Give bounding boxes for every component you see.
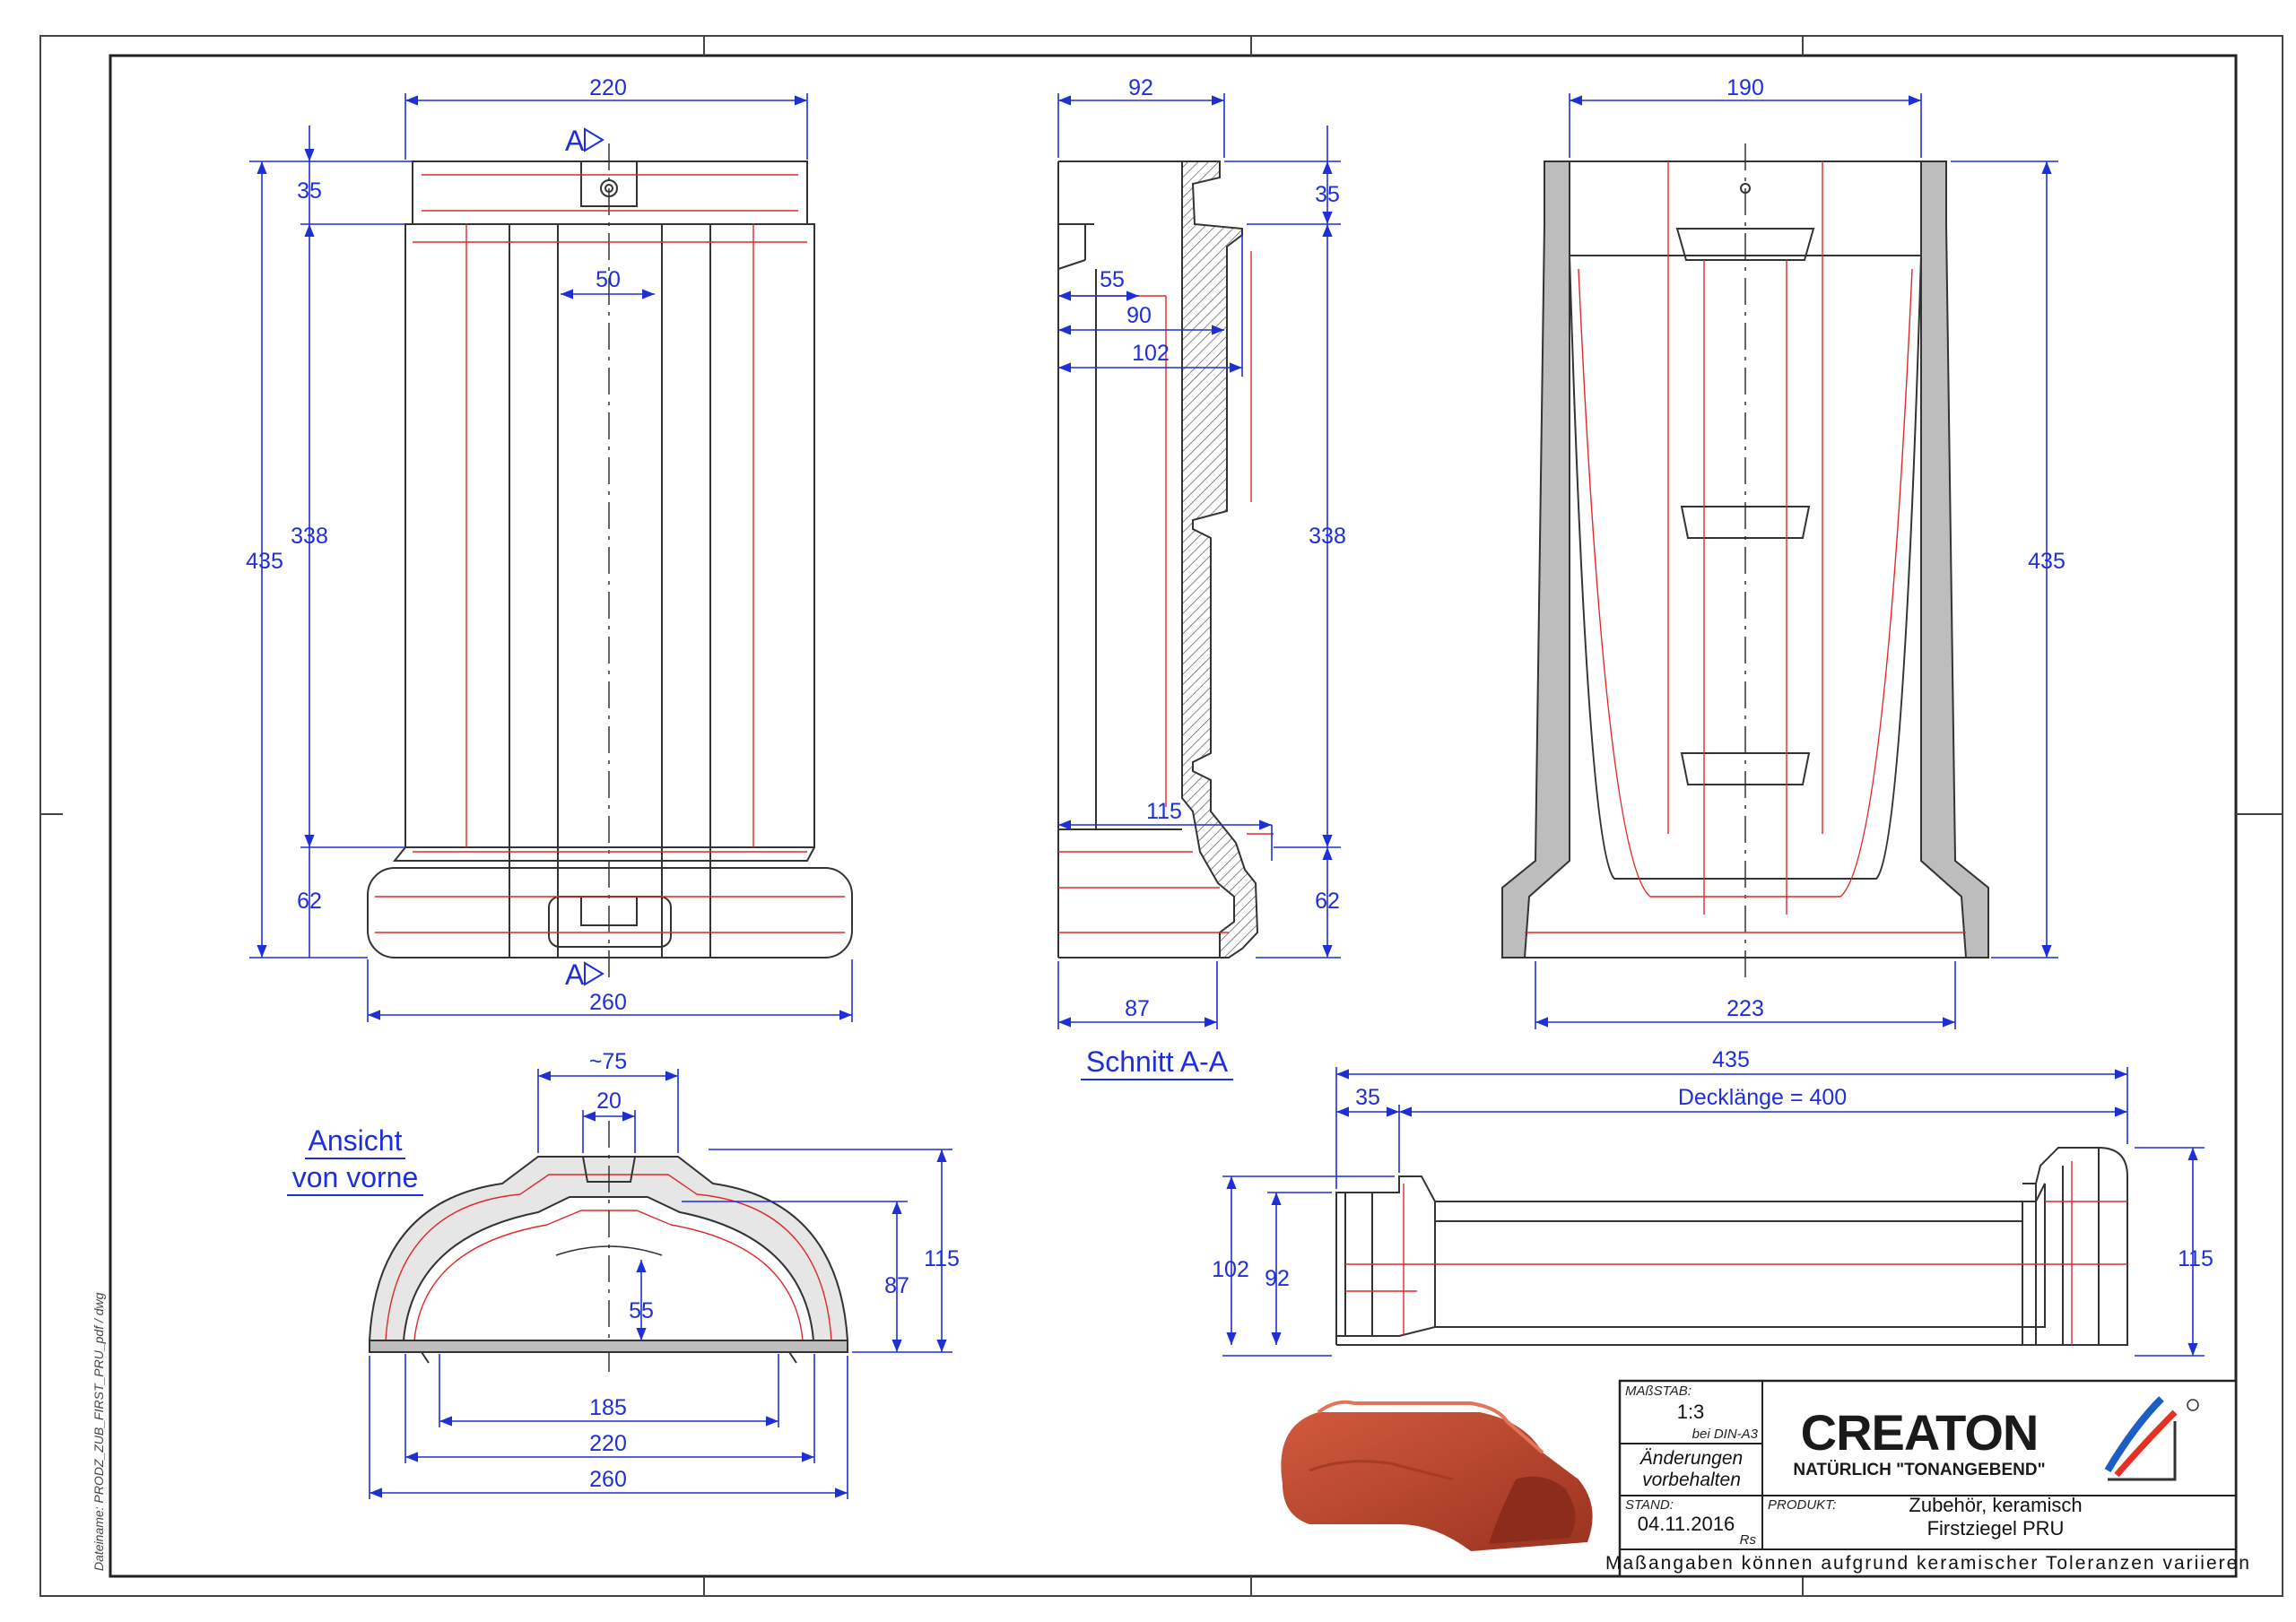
dim-section-55: 55: [1100, 267, 1125, 292]
dim-side-92: 92: [1265, 1266, 1290, 1291]
end-view-dimension-labels: ~75 20 55 87 115 185 220 260 Ansicht von…: [287, 1049, 960, 1492]
logo-slogan: NATÜRLICH "TONANGEBEND": [1793, 1461, 2045, 1479]
dim-side-102: 102: [1212, 1257, 1249, 1282]
front-view-dimensions: [249, 93, 853, 1022]
dim-front-height-top: 35: [297, 178, 322, 204]
side-filename: Dateiname: PRODZ_ZUB_FIRST_PRU_pdf / dwg: [91, 1292, 106, 1571]
dim-back-width-top: 190: [1726, 75, 1764, 100]
dim-side-length: 435: [1712, 1047, 1750, 1072]
end-view-dimensions: [369, 1069, 952, 1499]
product-photo: [1281, 1400, 1593, 1551]
end-view-title-line1: Ansicht: [309, 1124, 403, 1157]
back-view-dimension-labels: 190 223 435: [1726, 75, 2066, 1021]
front-view-dimension-labels: 220 260 435 338 35 62 50 A A: [246, 75, 627, 1015]
section-arrow-top-icon: [584, 127, 604, 152]
side-view-dimension-labels: 435 35 Decklänge = 400 102 92 115: [1212, 1047, 2213, 1291]
scale-label: MAßSTAB:: [1625, 1383, 1692, 1399]
front-view: [367, 143, 853, 982]
dim-side-overlap: 35: [1355, 1085, 1380, 1110]
side-view: [1335, 1147, 2128, 1346]
section-mark-bottom: A: [565, 958, 585, 991]
dim-section-width-bottom: 87: [1125, 996, 1150, 1021]
back-view-dimensions: [1535, 93, 2058, 1029]
dim-side-cover-length: Decklänge = 400: [1678, 1085, 1847, 1110]
dim-end-notch: 20: [596, 1089, 622, 1114]
scale-note: bei DIN-A3: [1692, 1427, 1759, 1442]
dim-section-height-top: 35: [1315, 182, 1340, 207]
disclaimer: Maßangaben können aufgrund keramischer T…: [1605, 1553, 2251, 1574]
dim-section-102: 102: [1132, 341, 1170, 366]
title-block: MAßSTAB: 1:3 bei DIN-A3 Änderungen vorbe…: [1605, 1379, 2251, 1578]
side-view-redlines: [1345, 1161, 2127, 1345]
dim-end-260: 260: [589, 1467, 627, 1492]
dim-section-width-top: 92: [1128, 75, 1153, 100]
dim-back-width-bottom: 223: [1726, 996, 1764, 1021]
product-label: PRODUKT:: [1768, 1497, 1836, 1513]
outer-frame: [39, 35, 2283, 1597]
creaton-swoosh-icon: [2104, 1396, 2199, 1481]
dim-end-185: 185: [589, 1395, 627, 1420]
dim-front-center-width: 50: [596, 267, 621, 292]
changes-line1: Änderungen: [1639, 1448, 1743, 1469]
dim-front-height-total: 435: [246, 549, 283, 574]
dim-end-115: 115: [924, 1246, 960, 1271]
dim-front-width-top: 220: [589, 75, 627, 100]
section-view-dimensions: [1057, 93, 1341, 1029]
dim-back-height-total: 435: [2028, 549, 2066, 574]
front-view-redlines: [375, 174, 845, 933]
dim-section-90: 90: [1126, 303, 1152, 328]
dim-end-width-approx: ~75: [589, 1049, 627, 1074]
section-view-dimension-labels: 92 87 55 90 102 115 35 338 62 Schnitt A-…: [1081, 75, 1346, 1080]
author: Rs: [1740, 1532, 1757, 1548]
changes-line2: vorbehalten: [1642, 1470, 1741, 1490]
end-view: [369, 1121, 848, 1372]
product-line1: Zubehör, keramisch: [1909, 1494, 2082, 1516]
section-mark-top: A: [565, 125, 585, 157]
back-view: [1501, 143, 1989, 977]
dim-side-115: 115: [2178, 1246, 2213, 1271]
dim-end-220: 220: [589, 1431, 627, 1456]
product-line2: Firstziegel PRU: [1927, 1517, 2065, 1540]
dim-section-height-base: 62: [1315, 889, 1340, 914]
scale-value: 1:3: [1677, 1401, 1705, 1423]
date-label: STAND:: [1625, 1497, 1674, 1513]
section-title: Schnitt A-A: [1086, 1045, 1229, 1078]
dim-end-87: 87: [884, 1273, 909, 1298]
section-arrow-bottom-icon: [584, 961, 604, 986]
dim-end-55: 55: [629, 1298, 654, 1323]
section-profile: [1181, 160, 1259, 958]
section-view: [1057, 160, 1274, 958]
dim-section-115: 115: [1146, 799, 1182, 824]
inner-frame: [109, 54, 2238, 1578]
dim-front-height-base: 62: [297, 889, 322, 914]
logo-text: CREATON: [1801, 1404, 2039, 1461]
end-view-title-line2: von vorne: [292, 1161, 419, 1193]
date-value: 04.11.2016: [1638, 1513, 1735, 1535]
dim-front-width-bottom: 260: [589, 990, 627, 1015]
side-view-dimensions: [1222, 1067, 2205, 1357]
dim-front-height-body: 338: [291, 524, 328, 549]
dim-section-height-body: 338: [1309, 524, 1346, 549]
